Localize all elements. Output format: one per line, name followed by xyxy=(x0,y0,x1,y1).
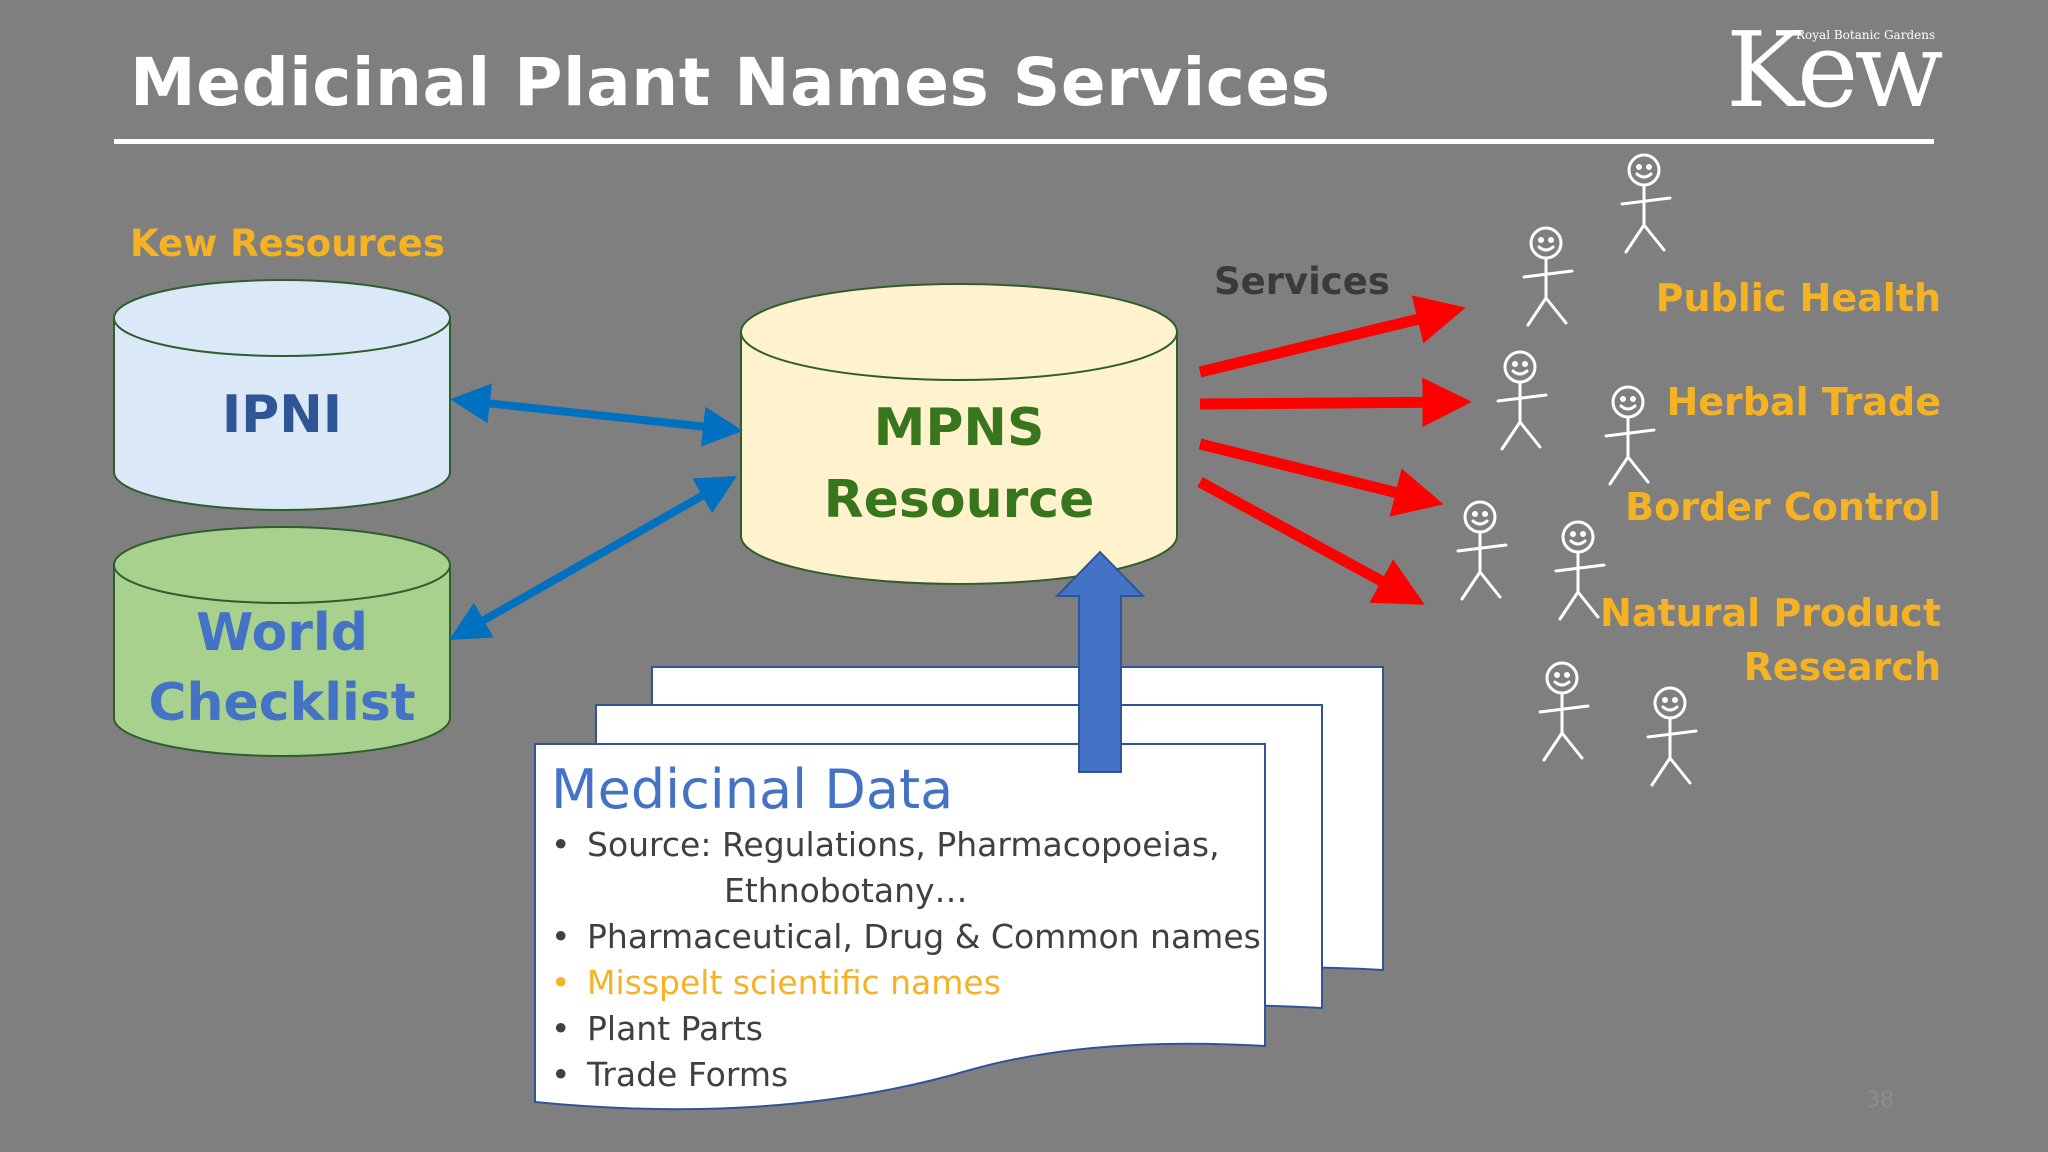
list-item-text: Ethnobotany… xyxy=(724,871,968,910)
mpns-label: MPNS Resource xyxy=(741,392,1177,536)
stick-figure-icon xyxy=(1554,520,1606,621)
title-divider xyxy=(114,139,1934,144)
list-item-text: Plant Parts xyxy=(587,1009,763,1048)
page-number: 38 xyxy=(1866,1088,1894,1113)
medicinal-data-title: Medicinal Data xyxy=(551,758,954,821)
bullet: • xyxy=(551,1009,571,1048)
list-item-text: Pharmaceutical, Drug & Common names xyxy=(587,917,1261,956)
double-arrow-icon xyxy=(449,476,737,640)
list-item: • Pharmaceutical, Drug & Common names xyxy=(551,914,1261,960)
stick-figure-icon xyxy=(1604,385,1656,486)
kew-logo: Kew xyxy=(1726,9,1943,131)
red-arrow-icon xyxy=(1199,377,1472,428)
audience-public-health: Public Health xyxy=(1655,276,1941,320)
stick-figure-icon xyxy=(1646,686,1698,787)
list-item-text: Trade Forms xyxy=(587,1055,789,1094)
world-checklist-line2: Checklist xyxy=(148,673,416,733)
list-item-text: Misspelt scientific names xyxy=(587,963,1001,1002)
services-heading: Services xyxy=(1214,260,1390,303)
medicinal-data-list: • Source: Regulations, Pharmacopoeias, Et… xyxy=(551,822,1261,1098)
bullet: • xyxy=(551,963,571,1002)
list-item: • Trade Forms xyxy=(551,1052,1261,1098)
ipni-cylinder xyxy=(113,279,451,511)
audience-border-control: Border Control xyxy=(1625,485,1941,529)
list-item: • Source: Regulations, Pharmacopoeias, xyxy=(551,822,1261,868)
up-arrow-icon xyxy=(1054,550,1146,773)
mpns-cylinder xyxy=(740,283,1178,585)
list-item-highlighted: • Misspelt scientific names xyxy=(551,960,1261,1006)
bullet: • xyxy=(551,917,571,956)
kew-resources-heading: Kew Resources xyxy=(130,222,445,265)
world-checklist-cylinder xyxy=(113,526,451,757)
audience-research: Research xyxy=(1743,645,1941,689)
medicinal-data-document-stack xyxy=(534,666,1384,1111)
stick-figure-icon xyxy=(1496,350,1548,451)
stick-figure-icon xyxy=(1456,500,1508,601)
bullet: • xyxy=(551,1055,571,1094)
ipni-label: IPNI xyxy=(221,385,343,445)
mpns-line2: Resource xyxy=(823,470,1095,530)
double-arrow-icon xyxy=(450,383,743,447)
list-item: Ethnobotany… xyxy=(551,868,1261,914)
list-item: • Plant Parts xyxy=(551,1006,1261,1052)
list-item-text: Source: Regulations, Pharmacopoeias, xyxy=(587,825,1220,864)
slide-title: Medicinal Plant Names Services xyxy=(130,44,1331,121)
bullet: • xyxy=(551,825,571,864)
stick-figure-icon xyxy=(1522,226,1574,327)
logo-subtitle: Royal Botanic Gardens xyxy=(1796,28,1936,42)
mpns-line1: MPNS xyxy=(873,398,1045,458)
stick-figures xyxy=(1456,153,1698,787)
stick-figure-icon xyxy=(1620,153,1672,254)
red-arrow-icon xyxy=(1197,477,1425,605)
audience-natural-product: Natural Product xyxy=(1600,591,1941,635)
world-checklist-line1: World xyxy=(196,603,368,663)
stick-figure-icon xyxy=(1538,661,1590,762)
world-checklist-label: World Checklist xyxy=(114,598,450,738)
audience-herbal-trade: Herbal Trade xyxy=(1666,380,1941,424)
red-arrow-icon xyxy=(1198,438,1444,517)
red-arrow-icon xyxy=(1198,295,1466,378)
